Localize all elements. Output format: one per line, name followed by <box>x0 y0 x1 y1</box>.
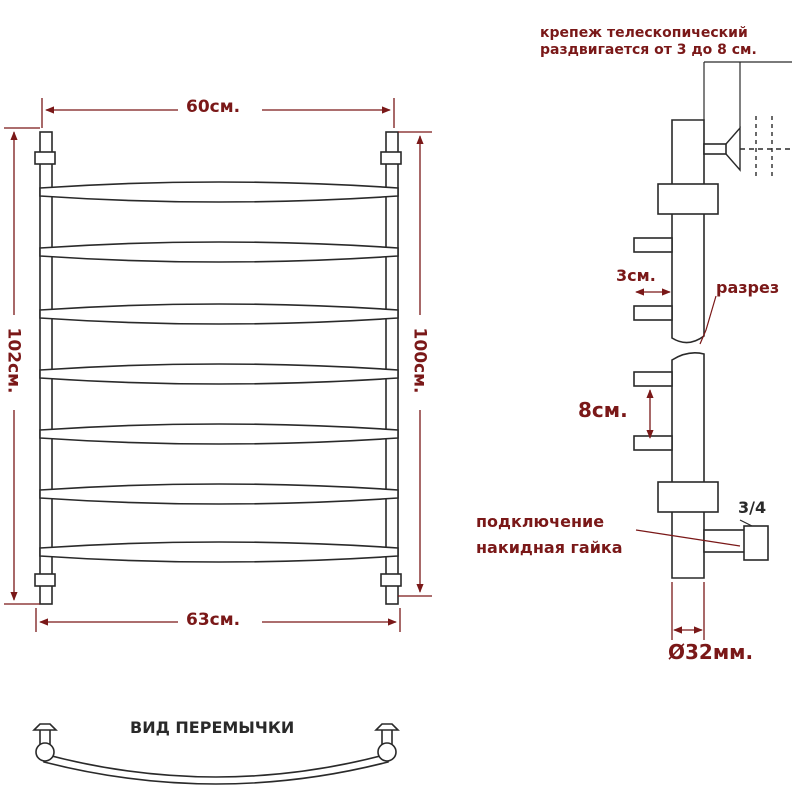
label-cut: разрез <box>716 278 780 297</box>
jumper-end-left <box>35 742 55 762</box>
rung-1 <box>39 181 399 203</box>
jumper-view <box>32 723 400 785</box>
clamp-bottom-left <box>34 573 56 587</box>
mount-rod <box>703 143 727 155</box>
jumper-cap-left <box>32 723 58 731</box>
label-right-height: 100см. <box>409 327 430 394</box>
side-clamp-bottom <box>657 481 719 513</box>
label-conn-line1: подключение <box>476 512 605 531</box>
rung-4 <box>39 363 399 385</box>
right-post <box>385 131 399 605</box>
connection-leader <box>635 529 741 547</box>
wall-flange <box>725 116 790 180</box>
jumper-cap-right <box>374 723 400 731</box>
label-bottom-width: 63см. <box>186 610 241 630</box>
label-depth-3: 3см. <box>616 266 656 285</box>
stub-3 <box>633 371 673 387</box>
rung-5 <box>39 423 399 445</box>
rung-3 <box>39 303 399 325</box>
label-left-height: 102см. <box>3 327 24 394</box>
label-diameter: Ø32мм. <box>668 640 754 664</box>
stub-1 <box>633 237 673 253</box>
side-dimensions <box>635 288 705 640</box>
label-mount-line1: крепеж телескопический <box>540 25 748 41</box>
label-jumper-view: ВИД ПЕРЕМЫЧКИ <box>130 718 295 737</box>
jumper-end-right <box>377 742 397 762</box>
label-thread: 3/4 <box>738 498 767 517</box>
union-nut <box>743 525 769 561</box>
label-depth-8: 8см. <box>578 398 628 422</box>
side-clamp-top <box>657 183 719 215</box>
stub-2 <box>633 305 673 321</box>
rung-7 <box>39 541 399 563</box>
rungs <box>39 181 399 563</box>
rung-2 <box>39 241 399 263</box>
thread-leader <box>739 519 753 527</box>
clamp-top-left <box>34 151 56 165</box>
stub-4 <box>633 435 673 451</box>
rung-6 <box>39 483 399 505</box>
cut-leader <box>699 295 717 345</box>
side-view <box>633 119 769 579</box>
mount-bracket-leader <box>703 61 792 128</box>
front-view <box>34 131 402 605</box>
tube-lower <box>671 352 705 579</box>
front-dimensions <box>4 98 432 632</box>
clamp-bottom-right <box>380 573 402 587</box>
tube-upper <box>671 119 705 344</box>
left-post <box>39 131 53 605</box>
jumper-arc <box>43 752 389 785</box>
label-top-width: 60см. <box>186 97 241 117</box>
clamp-top-right <box>380 151 402 165</box>
label-conn-line2: накидная гайка <box>476 538 623 557</box>
label-mount-line2: раздвигается от 3 до 8 см. <box>540 42 757 58</box>
